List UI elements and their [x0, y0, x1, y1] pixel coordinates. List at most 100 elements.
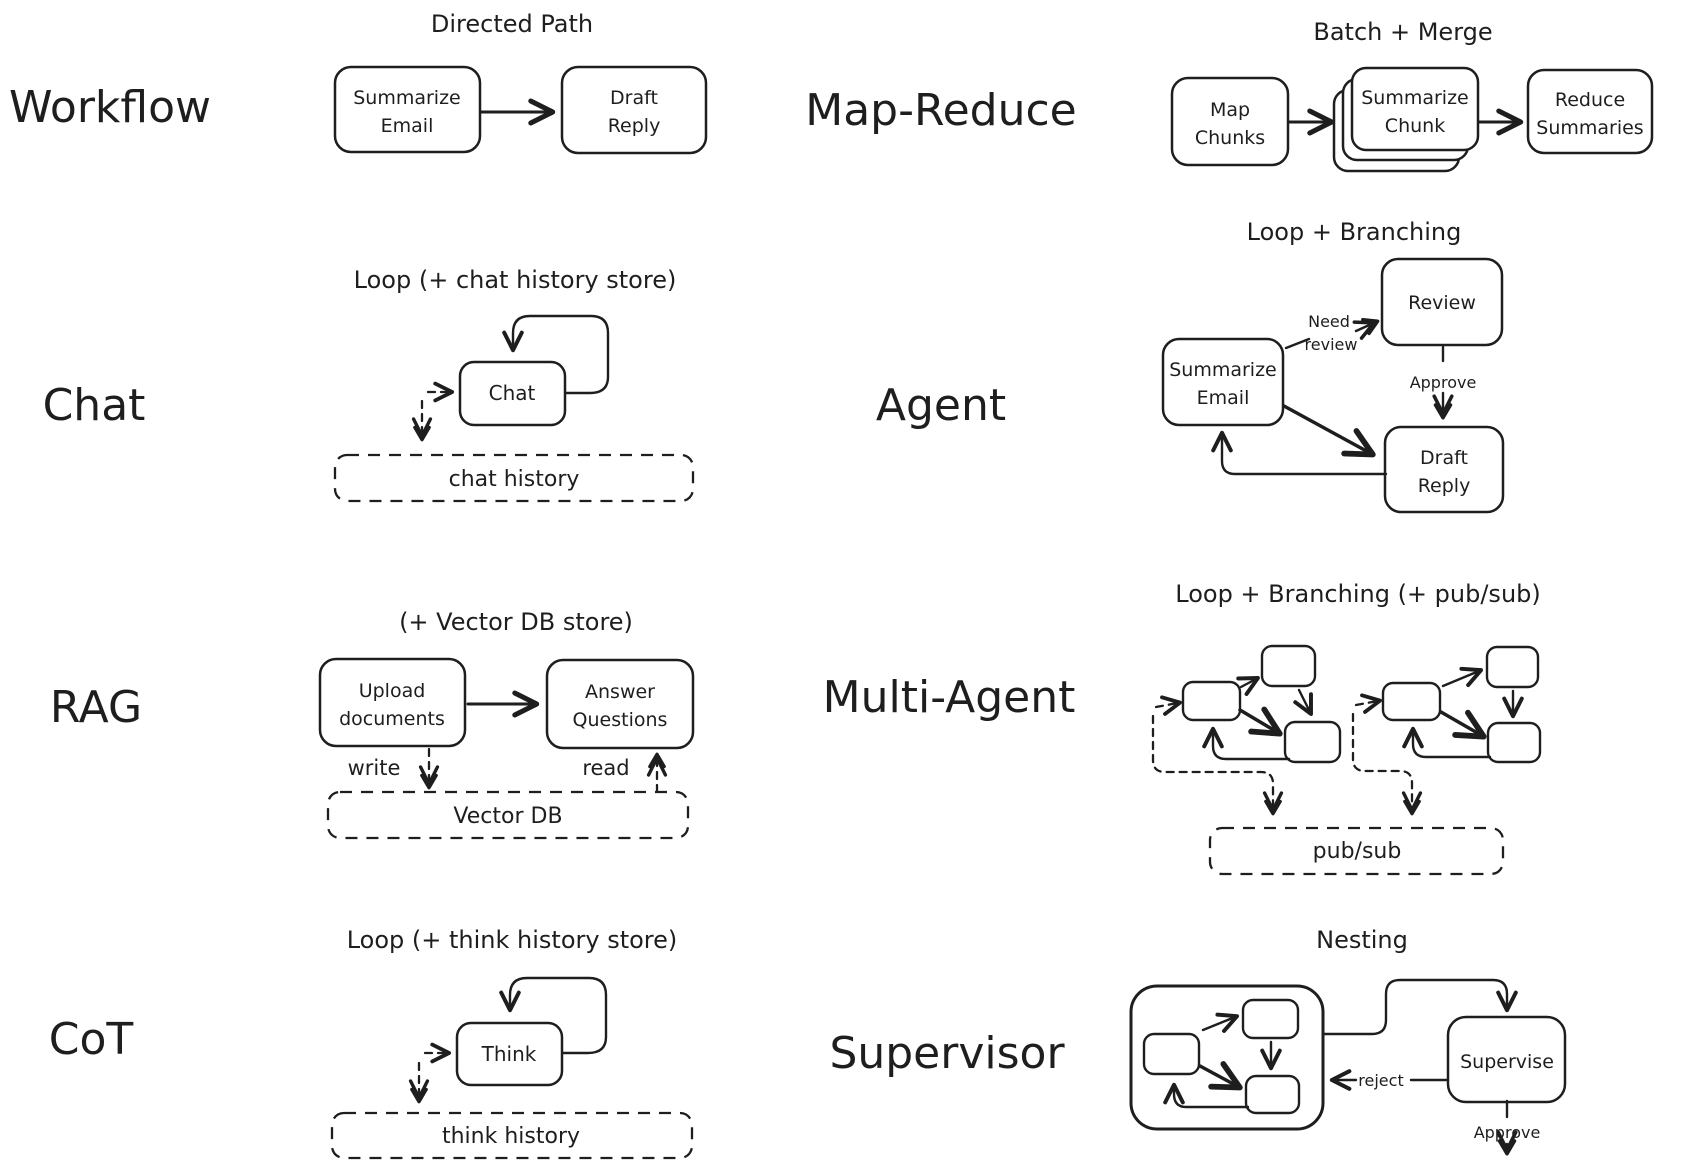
- store-pubsub-box: [1208, 826, 1505, 876]
- node-agent-summarize-email-box: [1161, 337, 1285, 427]
- pattern-title-map-reduce: Batch + Merge: [1313, 18, 1492, 46]
- store-chat-history-box: [333, 453, 695, 503]
- node-summarize-chunk-box: [1350, 66, 1480, 152]
- node-reduce-summaries-line1: Reduce: [1555, 89, 1625, 111]
- node-upload-line2: documents: [339, 708, 445, 730]
- nested-top-box: [1241, 998, 1300, 1040]
- node-summarize-email-line2: Email: [381, 115, 434, 137]
- cluster1-dashed-entry: [1154, 695, 1182, 716]
- arrow-draft-back-to-summarize: [1211, 430, 1388, 476]
- edge-label-reject: reject: [1358, 1071, 1403, 1090]
- store-chat-history-label: chat history: [449, 467, 580, 492]
- node-think-box: [455, 1021, 564, 1087]
- node-draft-reply-line2: Reply: [608, 115, 661, 137]
- edge-label-need-review-line2: review: [1305, 335, 1358, 354]
- node-draft-reply-box: [560, 65, 708, 155]
- node-reduce-summaries-box: [1526, 68, 1654, 155]
- nested-loopback: [1163, 1082, 1250, 1109]
- cluster2-top-box: [1485, 645, 1540, 689]
- node-review-label: Review: [1408, 292, 1476, 314]
- node-summarize-chunk-line1: Summarize: [1361, 87, 1469, 109]
- cluster1-dashed-to-pubsub: [1151, 714, 1284, 816]
- pattern-title-rag: (+ Vector DB store): [399, 608, 633, 636]
- node-agent-summarize-line1: Summarize: [1169, 359, 1277, 381]
- node-think-label: Think: [481, 1042, 537, 1066]
- section-multi-agent: Multi-Agent Loop + Branching (+ pub/sub)…: [823, 580, 1542, 876]
- cluster2-arrow-left-to-top: [1441, 666, 1484, 688]
- section-workflow: Workflow Directed Path Summarize Email D…: [9, 10, 708, 155]
- pattern-title-workflow: Directed Path: [431, 10, 593, 38]
- node-map-chunks-box: [1170, 76, 1290, 167]
- pattern-title-supervisor: Nesting: [1316, 926, 1408, 954]
- cluster2-arrow-left-to-bottom: [1439, 709, 1487, 740]
- cluster2-left-box: [1381, 681, 1442, 722]
- edge-label-supervisor-approve: Approve: [1474, 1123, 1541, 1142]
- edge-label-write: write: [348, 756, 401, 780]
- pattern-title-agent: Loop + Branching: [1247, 218, 1462, 246]
- cluster2-dashed-to-pubsub: [1351, 712, 1423, 816]
- section-supervisor: Supervisor Nesting Supervise reject Appr…: [829, 926, 1567, 1156]
- node-map-chunks-line1: Map: [1210, 99, 1250, 121]
- section-label-rag: RAG: [50, 682, 142, 733]
- edge-label-read: read: [582, 756, 629, 780]
- node-review-box: [1380, 257, 1504, 347]
- node-upload-line1: Upload: [359, 680, 426, 702]
- section-agent: Agent Loop + Branching Review Summarize …: [876, 218, 1505, 514]
- node-summarize-email-line1: Summarize: [353, 87, 461, 109]
- section-label-agent: Agent: [876, 380, 1006, 431]
- nested-arrow-left-to-top: [1201, 1012, 1240, 1033]
- section-label-multi-agent: Multi-Agent: [823, 672, 1076, 723]
- node-answer-line2: Questions: [573, 709, 668, 731]
- cluster1-bottom-box: [1283, 720, 1342, 764]
- edge-need-review-tail: [1284, 337, 1311, 350]
- section-map-reduce: Map-Reduce Batch + Merge Map Chunks Summ…: [805, 18, 1654, 173]
- arrow-need-review-to-review: [1352, 317, 1380, 340]
- section-cot: CoT Loop (+ think history store) Think t…: [49, 926, 694, 1160]
- nested-arrow-left-to-bottom: [1198, 1061, 1243, 1091]
- cluster1-arrow-left-to-top: [1236, 675, 1260, 696]
- section-label-cot: CoT: [49, 1014, 134, 1065]
- cluster1-loopback: [1202, 726, 1291, 761]
- store-vector-db-box: [326, 790, 690, 840]
- store-think-history-label: think history: [442, 1124, 580, 1149]
- node-upload-documents-box: [318, 657, 467, 748]
- node-agent-summarize-line2: Email: [1197, 387, 1250, 409]
- section-label-workflow: Workflow: [9, 82, 211, 133]
- cluster1-arrow-left-to-bottom: [1238, 706, 1283, 737]
- section-rag: RAG (+ Vector DB store) Upload documents…: [50, 608, 695, 840]
- cluster2-loopback: [1402, 726, 1492, 759]
- node-answer-questions-box: [545, 658, 695, 750]
- self-loop-chat: [502, 314, 610, 395]
- node-agent-draft-reply-box: [1383, 425, 1505, 514]
- node-summarize-email-box: [333, 65, 482, 154]
- node-agent-draft-line2: Reply: [1418, 475, 1471, 497]
- store-vector-db-label: Vector DB: [453, 804, 562, 829]
- store-pubsub-label: pub/sub: [1313, 839, 1402, 864]
- section-label-chat: Chat: [43, 380, 146, 431]
- self-loop-think: [499, 976, 608, 1055]
- node-answer-line1: Answer: [585, 681, 655, 703]
- cluster1-top-box: [1260, 644, 1317, 688]
- arrow-container-to-supervise: [1321, 978, 1518, 1036]
- section-chat: Chat Loop (+ chat history store) Chat ch…: [43, 266, 695, 503]
- section-label-supervisor: Supervisor: [829, 1028, 1065, 1079]
- node-agent-draft-line1: Draft: [1420, 447, 1468, 469]
- node-map-chunks-line2: Chunks: [1195, 127, 1265, 149]
- node-chat-box: [458, 360, 567, 427]
- arrow-summarize-to-draft-reply: [1282, 404, 1376, 458]
- store-think-history-box: [330, 1111, 694, 1160]
- cluster2-dashed-entry: [1354, 693, 1382, 714]
- node-summarize-chunk-line2: Chunk: [1385, 115, 1445, 137]
- nested-left-box: [1142, 1032, 1201, 1076]
- node-supervise-label: Supervise: [1460, 1051, 1554, 1073]
- cluster1-left-box: [1181, 680, 1242, 722]
- pattern-title-multi-agent: Loop + Branching (+ pub/sub): [1175, 580, 1541, 608]
- nested-bottom-box: [1244, 1074, 1301, 1115]
- node-reduce-summaries-line2: Summaries: [1536, 117, 1643, 139]
- edge-label-need-review-line1: Need: [1308, 312, 1350, 331]
- node-chat-label: Chat: [489, 381, 536, 405]
- cluster2-bottom-box: [1486, 721, 1542, 764]
- cluster1-arrow-top-to-bottom: [1293, 688, 1313, 716]
